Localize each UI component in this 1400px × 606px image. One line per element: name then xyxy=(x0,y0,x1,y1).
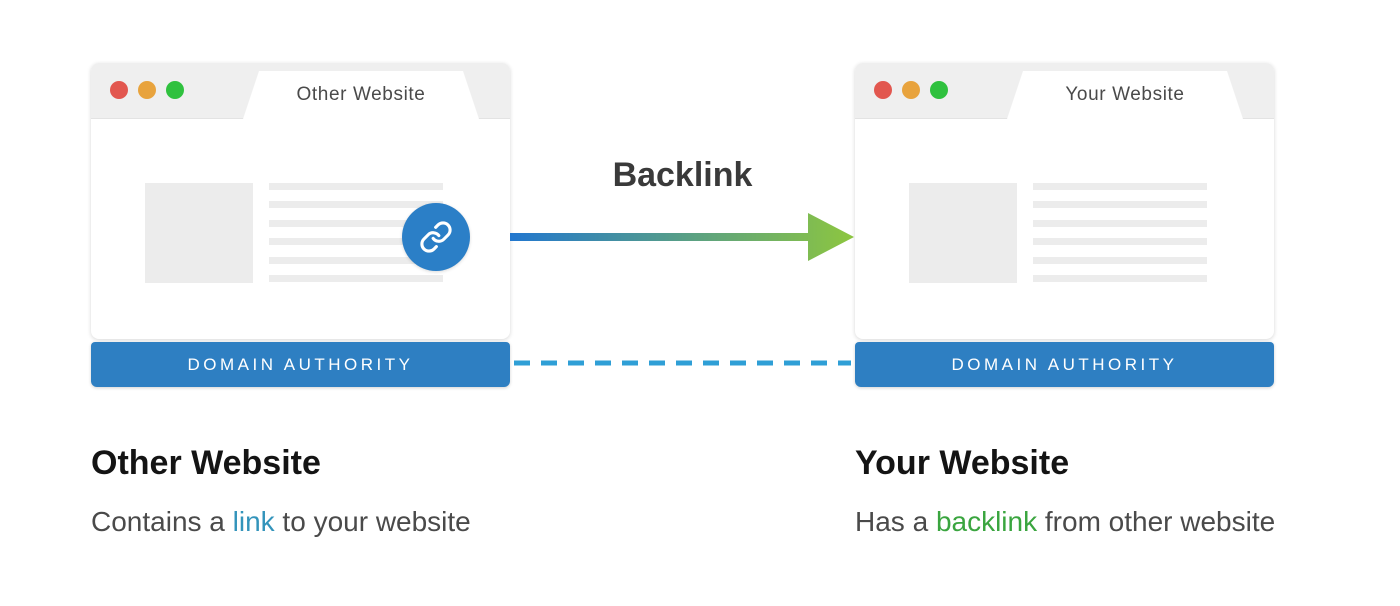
link-highlight: link xyxy=(232,506,275,537)
image-placeholder xyxy=(909,183,1017,283)
maximize-window-icon[interactable] xyxy=(930,81,948,99)
window-frame: Other Website xyxy=(91,63,510,339)
placeholder-line xyxy=(1033,256,1207,264)
link-button[interactable] xyxy=(402,203,470,271)
browser-window-other: Other Website DOMAIN AUTHORITY xyxy=(91,63,510,387)
minimize-window-icon[interactable] xyxy=(902,81,920,99)
domain-authority-bar: DOMAIN AUTHORITY xyxy=(855,342,1274,387)
placeholder-line xyxy=(269,256,443,264)
placeholder-line xyxy=(269,219,443,227)
window-header: Other Website xyxy=(91,63,510,119)
caption-text-after: from other website xyxy=(1037,506,1276,537)
placeholder-line xyxy=(1033,238,1207,246)
browser-tab-your[interactable]: Your Website xyxy=(1007,71,1243,119)
placeholder-line xyxy=(1033,274,1207,282)
placeholder-line xyxy=(269,274,443,282)
backlink-arrow-label: Backlink xyxy=(612,156,753,194)
text-placeholder xyxy=(1033,183,1207,282)
browser-tab-other[interactable]: Other Website xyxy=(243,71,479,119)
chain-link-icon xyxy=(420,221,452,253)
caption-title: Other Website xyxy=(91,444,321,482)
domain-authority-label: DOMAIN AUTHORITY xyxy=(187,354,414,374)
placeholder-line xyxy=(269,238,443,246)
window-frame: Your Website xyxy=(855,63,1274,339)
caption-text: Contains a link to your website xyxy=(91,506,471,538)
caption-your-website: Your Website Has a backlink from other w… xyxy=(855,444,1275,538)
placeholder-line xyxy=(1033,201,1207,209)
close-window-icon[interactable] xyxy=(110,81,128,99)
placeholder-line xyxy=(1033,219,1207,227)
browser-window-your: Your Website DOMAIN AUTHORITY xyxy=(855,63,1274,387)
window-header: Your Website xyxy=(855,63,1274,119)
text-placeholder xyxy=(269,183,443,282)
placeholder-line xyxy=(269,183,443,190)
domain-authority-label: DOMAIN AUTHORITY xyxy=(951,354,1178,374)
caption-other-website: Other Website Contains a link to your we… xyxy=(91,444,471,538)
close-window-icon[interactable] xyxy=(874,81,892,99)
backlink-arrow xyxy=(510,213,854,261)
maximize-window-icon[interactable] xyxy=(166,81,184,99)
placeholder-line xyxy=(1033,183,1207,190)
window-controls xyxy=(874,81,948,99)
tab-label: Other Website xyxy=(296,84,426,105)
placeholder-line xyxy=(269,201,443,209)
caption-text: Has a backlink from other website xyxy=(855,506,1275,538)
caption-text-before: Contains a xyxy=(91,506,233,537)
image-placeholder xyxy=(145,183,253,283)
caption-title: Your Website xyxy=(855,444,1070,482)
minimize-window-icon[interactable] xyxy=(138,81,156,99)
tab-label: Your Website xyxy=(1065,84,1185,105)
caption-text-after: to your website xyxy=(274,506,471,537)
domain-authority-dashed-connector xyxy=(514,360,851,366)
backlink-highlight: backlink xyxy=(935,506,1038,537)
window-controls xyxy=(110,81,184,99)
caption-text-before: Has a xyxy=(855,506,936,537)
domain-authority-bar: DOMAIN AUTHORITY xyxy=(91,342,510,387)
